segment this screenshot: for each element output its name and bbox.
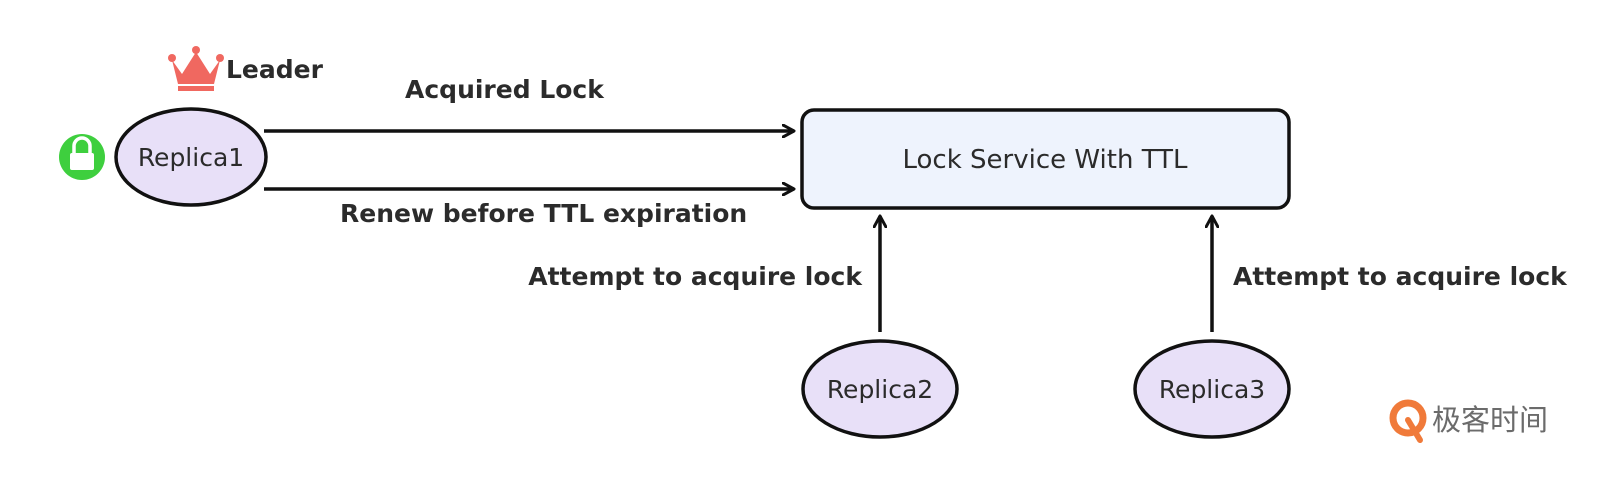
replica3-node: Replica3 — [1133, 339, 1291, 439]
lock-service-label: Lock Service With TTL — [903, 145, 1189, 175]
renew-label: Renew before TTL expiration — [340, 199, 747, 228]
attempt3-label: Attempt to acquire lock — [1233, 262, 1568, 291]
lock-service-node: Lock Service With TTL — [800, 108, 1291, 210]
replica1-node: Replica1 — [114, 107, 268, 207]
crown-icon — [168, 46, 224, 91]
replica2-label: Replica2 — [827, 375, 933, 404]
attempt2-label: Attempt to acquire lock — [528, 262, 863, 291]
replica2-node: Replica2 — [801, 339, 959, 439]
geektime-logo-icon — [1389, 399, 1427, 443]
replica1-label: Replica1 — [138, 143, 244, 172]
leader-label: Leader — [226, 55, 324, 84]
lock-icon — [59, 134, 105, 180]
acquired-lock-label: Acquired Lock — [405, 75, 605, 104]
replica3-label: Replica3 — [1159, 375, 1265, 404]
watermark-text: 极客时间 — [1432, 403, 1548, 437]
